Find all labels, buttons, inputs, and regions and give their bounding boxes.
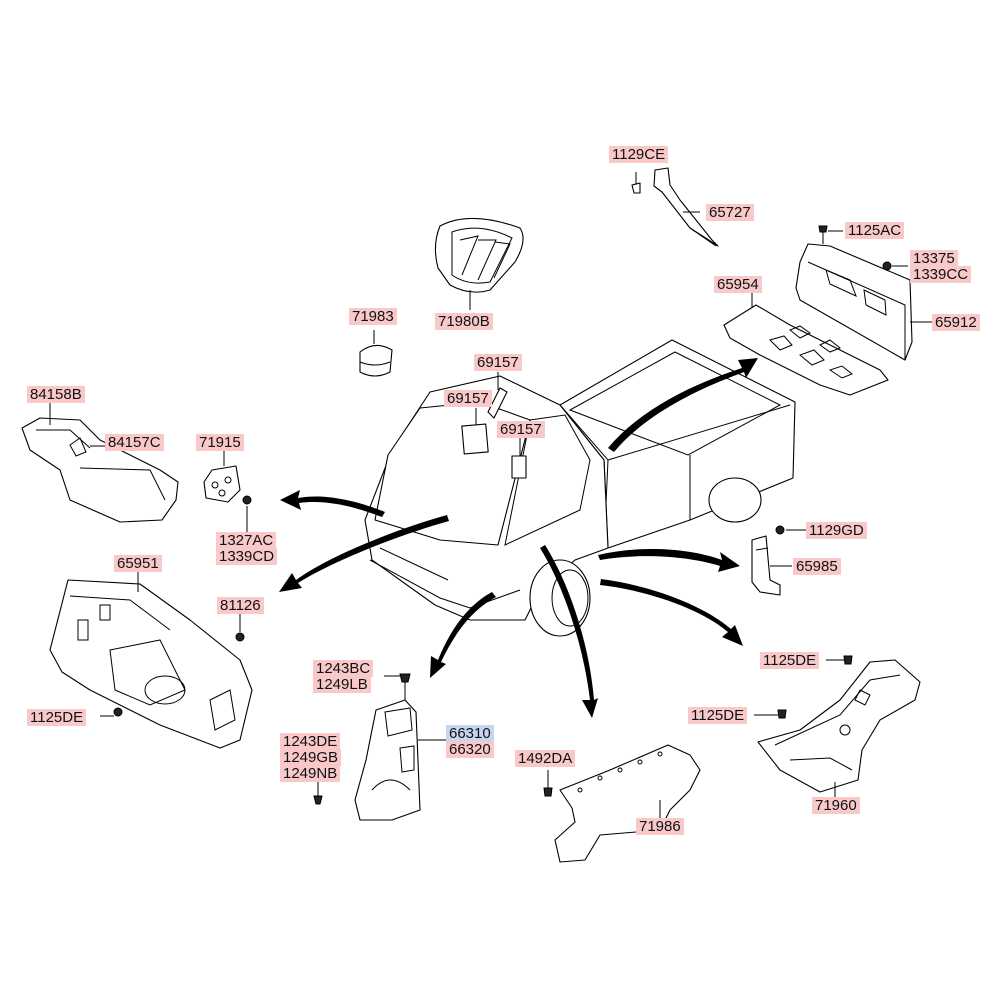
rear-panel-65912 — [795, 225, 932, 361]
callout-1249GB[interactable]: 1249GB — [280, 749, 342, 766]
callout-65912[interactable]: 65912 — [932, 314, 980, 331]
callout-81126[interactable]: 81126 — [217, 597, 264, 614]
callout-1243BC[interactable]: 1243BC — [313, 660, 374, 677]
callout-1249NB[interactable]: 1249NB — [280, 765, 341, 782]
callout-1125DE-right-top[interactable]: 1125DE — [760, 652, 820, 669]
fender-66310 — [313, 673, 446, 821]
callout-65727[interactable]: 65727 — [706, 204, 754, 221]
callout-71986[interactable]: 71986 — [636, 818, 684, 835]
callout-66310[interactable]: 66310 — [446, 725, 494, 742]
callout-71915[interactable]: 71915 — [196, 434, 244, 451]
callout-1129CE[interactable]: 1129CE — [609, 146, 669, 163]
callout-1243DE[interactable]: 1243DE — [280, 733, 341, 750]
truck-illustration — [364, 339, 796, 637]
block-71915 — [203, 450, 252, 532]
sticker-leaders — [475, 372, 521, 456]
grille-71980B — [434, 217, 524, 310]
callout-71960[interactable]: 71960 — [812, 797, 860, 814]
floor-panel-65954 — [723, 292, 889, 396]
callout-1129GD[interactable]: 1129GD — [806, 522, 867, 539]
floor-side-71960 — [754, 655, 921, 798]
callout-65951[interactable]: 65951 — [114, 555, 162, 572]
callout-69157-top[interactable]: 69157 — [474, 354, 522, 371]
callout-1339CC[interactable]: 1339CC — [910, 266, 972, 283]
bracket-65985 — [751, 525, 808, 596]
callout-1339CD[interactable]: 1339CD — [216, 548, 278, 565]
mat-84158B — [21, 402, 179, 523]
callout-84157C[interactable]: 84157C — [105, 434, 164, 451]
callout-65954[interactable]: 65954 — [714, 276, 762, 293]
callout-65985[interactable]: 65985 — [793, 558, 841, 575]
callout-1125DE-right-mid[interactable]: 1125DE — [688, 707, 748, 724]
callout-1249LB[interactable]: 1249LB — [313, 676, 371, 693]
pointer-arrows — [279, 358, 758, 718]
callout-13375[interactable]: 13375 — [910, 250, 958, 267]
callout-69157-right[interactable]: 69157 — [497, 421, 545, 438]
callout-69157-middle[interactable]: 69157 — [444, 390, 492, 407]
callout-71980B[interactable]: 71980B — [435, 313, 493, 330]
callout-1125DE-left[interactable]: 1125DE — [27, 709, 87, 726]
bracket-65727 — [631, 167, 719, 247]
callout-66320[interactable]: 66320 — [446, 741, 494, 758]
clip-81126 — [235, 614, 245, 642]
dash-panel-65951 — [49, 572, 253, 749]
callout-84158B[interactable]: 84158B — [27, 386, 85, 403]
callout-1492DA[interactable]: 1492DA — [515, 750, 576, 767]
callout-1327AC[interactable]: 1327AC — [216, 532, 277, 549]
callout-1125AC[interactable]: 1125AC — [845, 222, 905, 239]
callout-71983[interactable]: 71983 — [349, 308, 397, 325]
cap-71983 — [359, 330, 393, 377]
